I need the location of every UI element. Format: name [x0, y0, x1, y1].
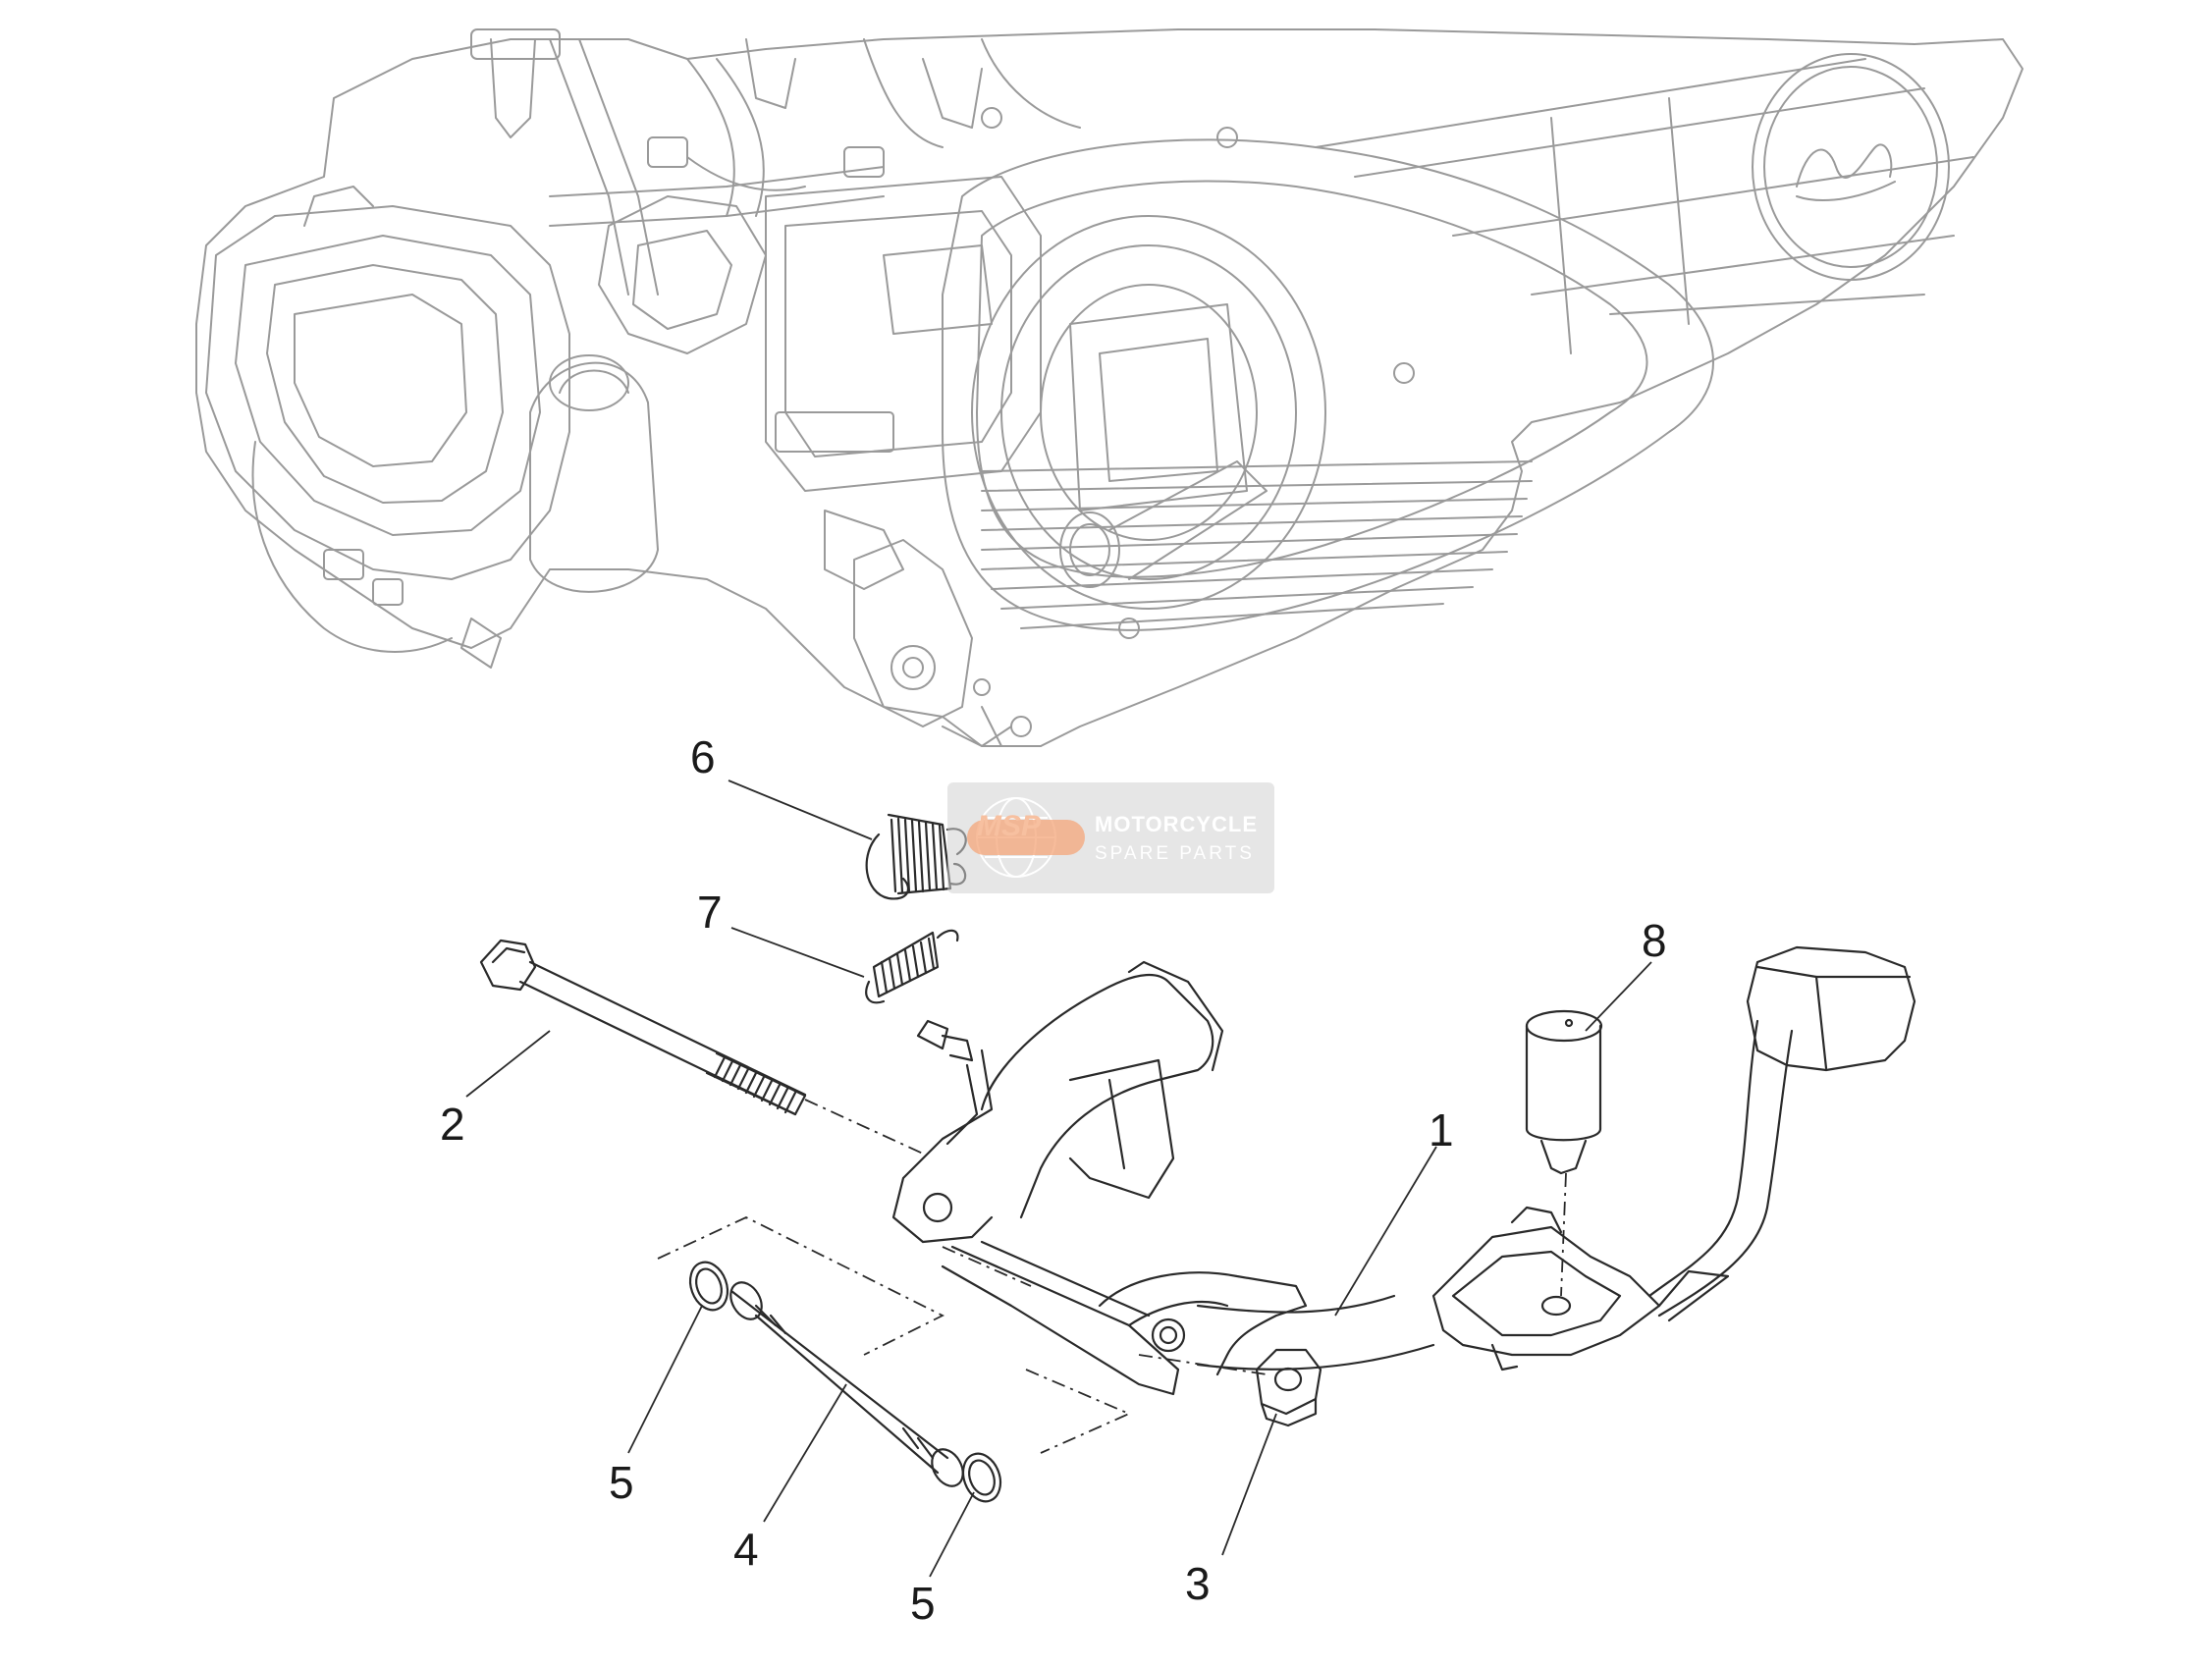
watermark-logo-text: MSP	[977, 810, 1042, 842]
part-5-washer-left	[688, 1261, 729, 1312]
globe-logo-icon	[967, 797, 1085, 878]
part-7-spring	[865, 929, 959, 1004]
callout-3: 3	[1185, 1558, 1211, 1609]
assembly-lines	[657, 1099, 1567, 1454]
watermark: MSP MOTORCYCLE SPARE PARTS	[947, 782, 1274, 893]
part-8-buffer	[1525, 1009, 1603, 1175]
part-1-center-stand	[891, 945, 1916, 1396]
watermark-line2: SPARE PARTS	[1095, 843, 1255, 864]
callout-5-right: 5	[910, 1578, 936, 1629]
callout-2: 2	[440, 1099, 465, 1150]
callout-5-left: 5	[609, 1457, 634, 1508]
callout-6: 6	[690, 731, 716, 782]
part-5-washer-right	[961, 1452, 1002, 1503]
callout-7: 7	[697, 887, 723, 938]
watermark-line1: MOTORCYCLE	[1095, 812, 1259, 836]
callout-4: 4	[733, 1524, 759, 1575]
part-4-pin	[729, 1281, 964, 1487]
callout-1: 1	[1429, 1104, 1454, 1156]
callout-8: 8	[1642, 915, 1667, 966]
part-3-nut	[1255, 1348, 1322, 1427]
leader-lines	[465, 780, 1652, 1578]
part-2-bolt	[479, 939, 807, 1116]
engine-assembly	[195, 28, 2023, 747]
